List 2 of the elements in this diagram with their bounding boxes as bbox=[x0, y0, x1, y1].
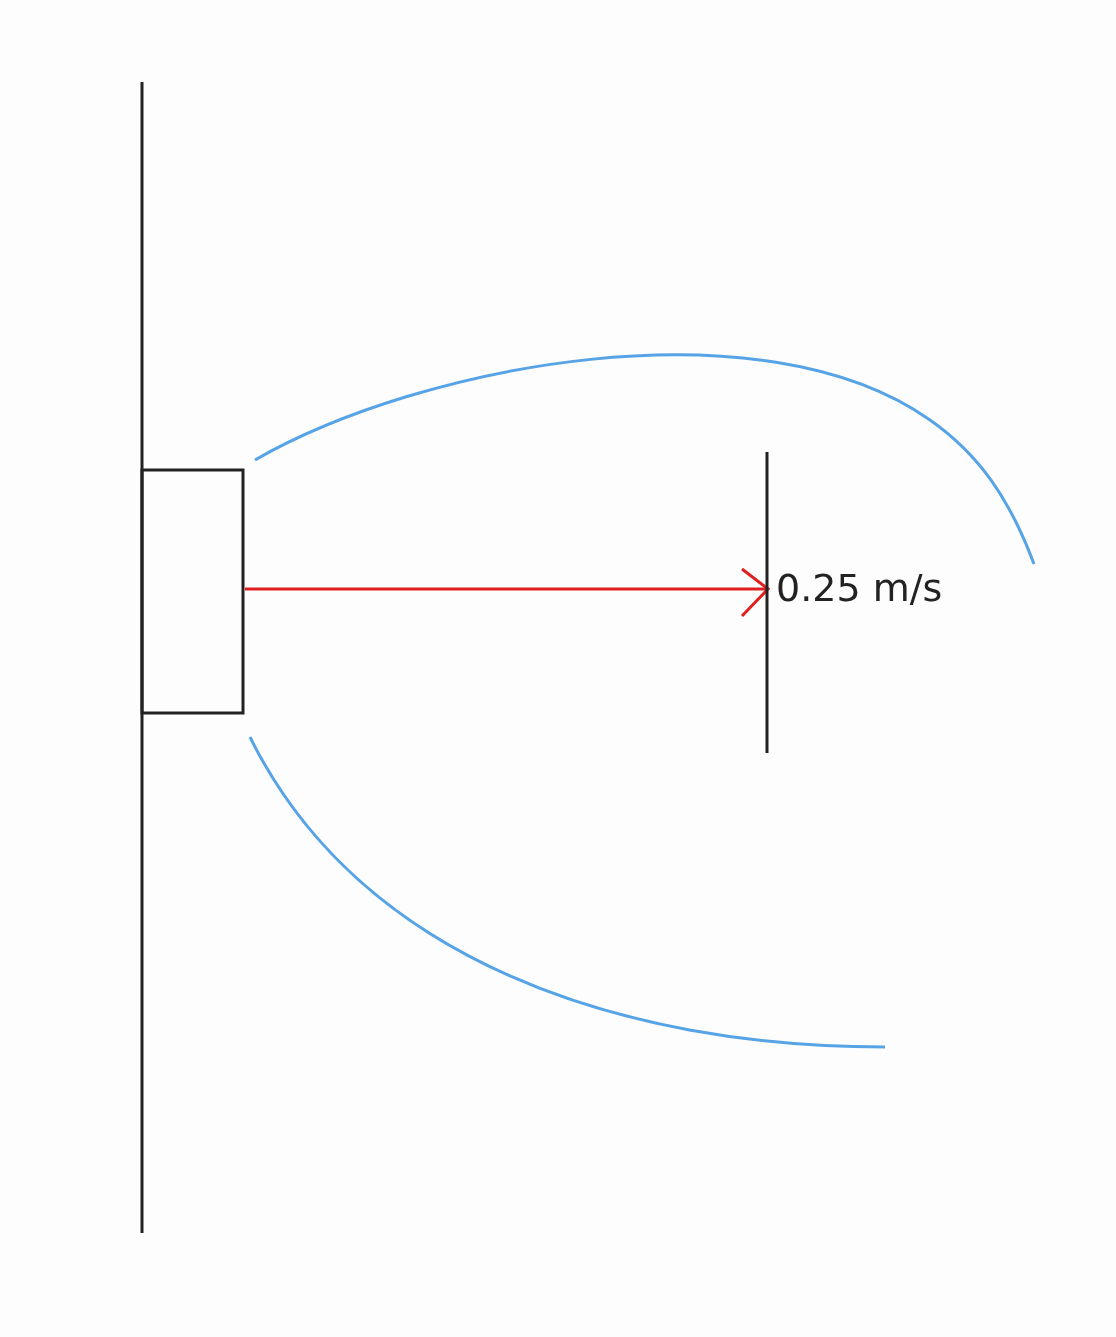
speed-label: 0.25 m/s bbox=[776, 566, 943, 610]
block bbox=[140, 468, 245, 715]
